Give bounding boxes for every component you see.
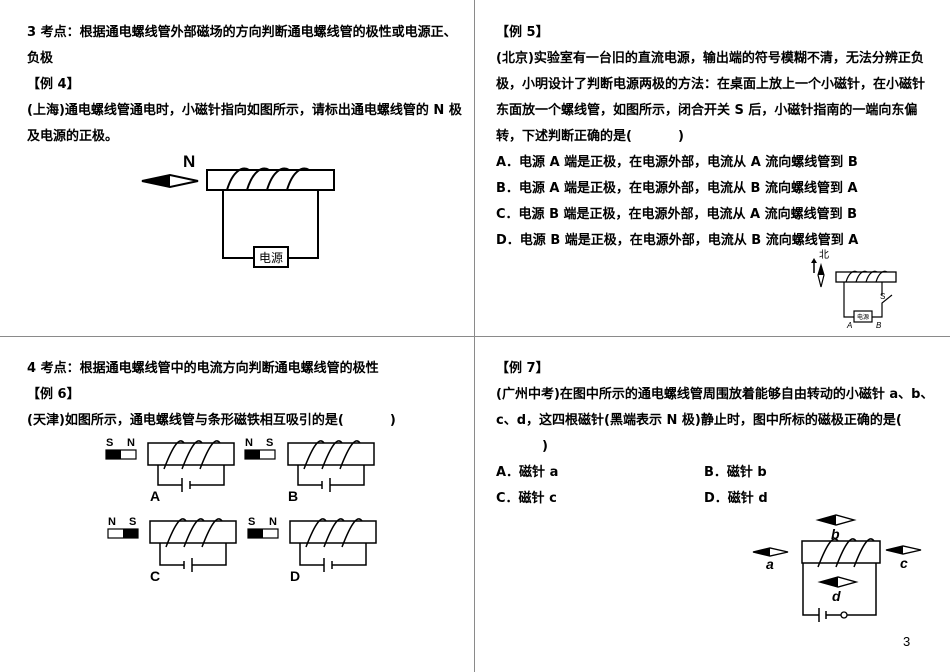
- magnet-a-pole-left: S: [106, 437, 113, 449]
- solenoid-coil: [817, 538, 875, 568]
- four-compass-solenoid-figure: b a c d: [752, 514, 922, 622]
- terminal-label-b: B: [876, 321, 882, 330]
- magnet-b-pole-right: S: [266, 437, 273, 449]
- terminal-label-a: A: [846, 321, 852, 330]
- compass-needle-black: [142, 175, 170, 187]
- magnet-c-pole-left: N: [108, 516, 116, 528]
- needle-label-b: b: [831, 526, 840, 542]
- option-c: C．电源 B 端是正极，在电源外部，电流从 A 流向螺线管到 B: [496, 207, 858, 222]
- solenoid-switch-figure: 北 S 电源 A B: [811, 249, 897, 330]
- option-d-diagram: S N D: [247, 516, 377, 584]
- option-c: C．磁针 c: [496, 491, 557, 506]
- solenoid-a: [147, 442, 235, 466]
- question-example-7: 【例 7】 (广州中考)在图中所示的通电螺线管周围放着能够自由转动的小磁针 a、…: [496, 356, 936, 512]
- option-b: B．磁针 b: [704, 465, 767, 480]
- example-label: 【例 4】: [27, 77, 80, 92]
- solenoid-core: [801, 540, 881, 564]
- topic-heading-4: 4 考点：根据通电螺线管中的电流方向判断通电螺线管的极性: [27, 361, 379, 376]
- north-label: 北: [819, 249, 829, 261]
- magnet-b-pole-left: N: [245, 437, 253, 449]
- battery-c: [159, 543, 227, 572]
- solenoid-coil: [845, 270, 888, 283]
- example-label: 【例 7】: [496, 361, 549, 376]
- magnet-c-pole-right: S: [129, 516, 136, 528]
- solenoid-compass-figure: N 电源: [141, 152, 335, 268]
- topic-heading-3: 3 考点：根据通电螺线管外部磁场的方向判断通电螺线管的极性或电源正、负极: [27, 25, 457, 66]
- solenoid-b: [287, 442, 375, 466]
- option-c-diagram: N S C: [107, 516, 237, 584]
- magnet-d-pole-right: N: [269, 516, 277, 528]
- option-a: A．电源 A 端是正极，在电源外部，电流从 A 流向螺线管到 B: [496, 155, 858, 170]
- page-number: 3: [903, 634, 911, 649]
- option-a-diagram: S N A: [105, 437, 235, 504]
- question-example-4: 3 考点：根据通电螺线管外部磁场的方向判断通电螺线管的极性或电源正、负极 【例 …: [27, 20, 467, 150]
- question-body: (北京)实验室有一台旧的直流电源，输出端的符号模糊不清，无法分辨正负极，小明设计…: [496, 51, 926, 144]
- option-label-a: A: [150, 488, 160, 504]
- question-body: (上海)通电螺线管通电时，小磁针指向如图所示，请标出通电螺线管的 N 极及电源的…: [27, 103, 462, 144]
- switch-label: S: [880, 292, 885, 301]
- option-b-diagram: N S B: [244, 437, 375, 504]
- solenoid-coil: [226, 167, 310, 191]
- circuit-wire: [843, 282, 893, 318]
- solenoid-c: [149, 520, 237, 544]
- question-body: (天津)如图所示，通电螺线管与条形磁铁相互吸引的是(): [27, 413, 396, 428]
- compass-needle-black: [818, 265, 824, 275]
- power-source-box: [253, 246, 289, 268]
- needle-label-a: a: [766, 556, 774, 572]
- option-b: B．电源 A 端是正极，在电源外部，电流从 B 流向螺线管到 A: [496, 181, 858, 196]
- option-label-b: B: [288, 488, 298, 504]
- battery: [818, 608, 827, 622]
- horizontal-divider: [0, 336, 950, 337]
- battery-b: [297, 465, 365, 492]
- circuit-wire: [222, 190, 319, 259]
- battery-a: [157, 465, 225, 492]
- option-a: A．磁针 a: [496, 465, 559, 480]
- example-label: 【例 5】: [496, 25, 549, 40]
- pole-label-n: N: [183, 152, 195, 171]
- option-label-d: D: [290, 568, 300, 584]
- option-d: D．磁针 d: [704, 491, 768, 506]
- needle-label-d: d: [832, 588, 841, 604]
- circuit-wire: [802, 563, 877, 616]
- option-d: D．电源 B 端是正极，在电源外部，电流从 B 流向螺线管到 A: [496, 233, 859, 248]
- magnet-a-pole-right: N: [127, 437, 135, 449]
- solenoid-d: [289, 520, 377, 544]
- power-source-label: 电源: [259, 251, 283, 265]
- battery-d: [299, 543, 367, 572]
- power-source-box: [853, 310, 873, 323]
- example-label: 【例 6】: [27, 387, 80, 402]
- question-example-5: 【例 5】 (北京)实验室有一台旧的直流电源，输出端的符号模糊不清，无法分辨正负…: [496, 20, 936, 254]
- question-body: (广州中考)在图中所示的通电螺线管周围放着能够自由转动的小磁针 a、b、c、d，…: [496, 387, 934, 454]
- power-source-label: 电源: [857, 313, 869, 321]
- options-grid: A．磁针 a B．磁针 b C．磁针 c D．磁针 d: [496, 460, 936, 512]
- magnet-d-pole-left: S: [248, 516, 255, 528]
- north-arrow-head: [811, 258, 817, 263]
- question-example-6: 4 考点：根据通电螺线管中的电流方向判断通电螺线管的极性 【例 6】 (天津)如…: [27, 356, 467, 434]
- four-solenoid-options-figure: S N A N S B N S C S N D: [105, 437, 377, 584]
- needle-label-c: c: [900, 555, 908, 571]
- switch-contact: [840, 611, 848, 619]
- option-label-c: C: [150, 568, 160, 584]
